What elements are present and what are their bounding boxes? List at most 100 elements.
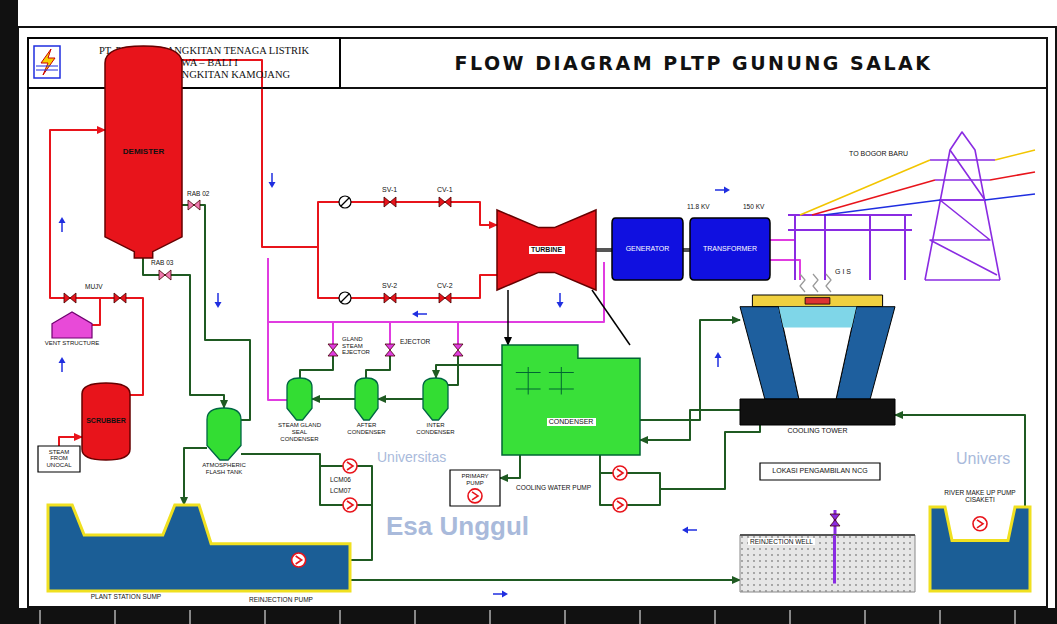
substation-frame [788, 214, 912, 216]
node-text-group: VENT STRUCTURE [45, 340, 100, 347]
callout-label: GLAND STEAM EJECTOR [341, 336, 377, 356]
bus-line [770, 239, 795, 241]
node-label: DEMISTER [123, 147, 165, 156]
valve-symbol [114, 293, 126, 303]
watermark-text: Univers [955, 450, 1011, 468]
transmission-line [812, 180, 935, 215]
node-text-group: AFTER CONDENSER [343, 422, 391, 436]
shape-outline [355, 378, 378, 420]
pipe-connector [436, 365, 502, 378]
vent-structure-outline [52, 312, 92, 338]
frame-tick [790, 609, 791, 624]
frame-tick [940, 609, 941, 624]
pump-chevron [347, 501, 353, 509]
vessel-outline [287, 378, 312, 420]
gauge-symbol [339, 196, 351, 208]
frame-tick [490, 609, 491, 624]
frame-tick [415, 609, 416, 624]
frame-tick [565, 609, 566, 624]
node-text-group: RIVER MAKE UP PUMP CISAKETI [936, 489, 1024, 504]
transmission-tower [935, 179, 990, 181]
flow-arrow-head [59, 217, 66, 223]
frame-inner [28, 38, 1047, 607]
sump-outline [48, 505, 350, 591]
node-label: TURBINE [529, 246, 565, 254]
node-label: CONDENSER [547, 418, 596, 426]
shape-outline [48, 505, 350, 591]
shape-outline [833, 535, 836, 584]
frame-bar [0, 0, 18, 624]
valve-symbol [159, 270, 171, 280]
callout-label: SV-1 [381, 186, 398, 194]
node-label: PLANT STATION SUMP [91, 593, 162, 600]
vessel: AFTER CONDENSER [342, 378, 392, 436]
node-text-group: INTER CONDENSER [412, 422, 460, 436]
valve-symbol [439, 197, 451, 207]
pipe-connector [312, 398, 355, 400]
logo-bolt [41, 49, 55, 75]
node-label: INTER CONDENSER [412, 422, 460, 436]
pipe-connector [350, 579, 740, 581]
flow-arrow-head [59, 357, 66, 363]
frame-tick [640, 609, 641, 624]
vessel: ATMOSPHERIC FLASH TANK [198, 408, 250, 476]
header-box: PT. PLN PEMBANGKITAN TENAGA LISTRIK JAWA… [28, 38, 340, 88]
pipe-connector [683, 248, 690, 252]
node-text-group: LOKASI PENGAMBILAN NCG [772, 467, 868, 475]
turbine: TURBINE [497, 210, 596, 290]
transmission-tower [925, 132, 1000, 280]
watermark-text: Universitas [376, 450, 447, 465]
gland-steam-pipe [389, 322, 391, 344]
flow-arrow-head [412, 311, 418, 318]
river-intake: RIVER MAKE UP PUMP CISAKETI [930, 489, 1030, 591]
flow-arrow-head [682, 527, 688, 534]
pump-symbol [973, 517, 987, 531]
node-label: TRANSFORMER [703, 245, 758, 253]
valve-symbol [64, 293, 76, 303]
pipe-connector [640, 320, 740, 420]
frame-tick [190, 609, 191, 624]
callout-label: TO BOGOR BARU [848, 150, 909, 158]
valve-symbol [328, 344, 338, 356]
pipe-connector [895, 415, 1025, 507]
cooling-tower-outline [740, 295, 895, 425]
shape-outline [930, 507, 1030, 591]
logo-wave [36, 70, 58, 71]
shape-outline [690, 218, 770, 280]
frame-tick [115, 609, 116, 624]
node-text-group: TRANSFORMER [703, 245, 758, 253]
callout-label: G I S [834, 268, 852, 276]
callout-label: EJECTOR [399, 338, 431, 345]
node-text-group: SCRUBBER [86, 417, 126, 425]
valve-symbol [830, 514, 840, 526]
vessel-outline [355, 378, 378, 420]
shape-outline [38, 446, 80, 472]
node-text-group: PRIMARY PUMP [452, 473, 498, 487]
pipe-connector [507, 290, 509, 345]
frame-bar [0, 609, 1057, 624]
shape-outline [740, 535, 915, 592]
exhaust-duct [592, 290, 630, 345]
shape-outline [497, 210, 596, 290]
pipe-line [241, 454, 343, 505]
callout-label: CV-1 [436, 186, 454, 194]
node-text-group: REINJECTION WELL [748, 538, 815, 545]
flow-arrow-head [715, 352, 722, 358]
watermark-text: Esa Unggul [385, 512, 530, 541]
shape-outline [805, 298, 830, 305]
substation-frame [788, 229, 912, 231]
transmission-tower [930, 150, 997, 275]
frame-tick [1015, 609, 1016, 624]
pipe-connector [640, 410, 740, 440]
node-text-group: GENERATOR [626, 245, 670, 253]
callout-label: SV-2 [381, 282, 398, 290]
pump-chevron [472, 492, 478, 500]
pump-chevron [347, 462, 353, 470]
vessel: STEAM GLAND SEAL CONDENSER [275, 378, 325, 443]
transmission-tower [930, 159, 995, 161]
transmission-tower [925, 279, 1000, 281]
gauge-symbol [339, 292, 351, 304]
frame-tick [340, 609, 341, 624]
pump-symbol [292, 553, 306, 567]
